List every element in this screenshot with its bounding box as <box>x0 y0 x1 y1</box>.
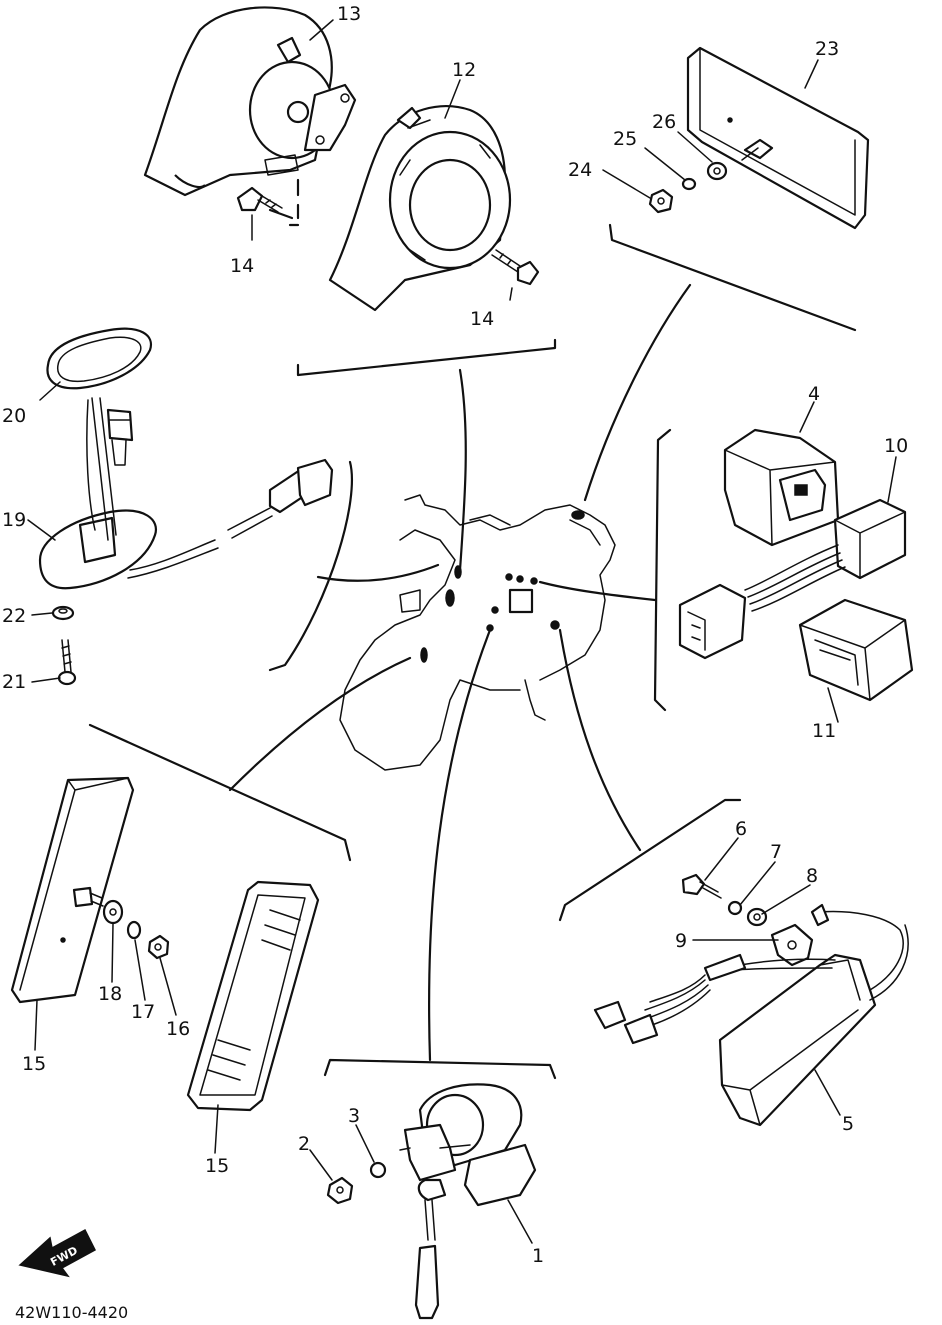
callout-6: 6 <box>735 818 747 840</box>
callout-15b: 15 <box>205 1155 229 1177</box>
side-reflector-15a <box>10 776 135 1004</box>
callout-9: 9 <box>675 930 687 952</box>
horn-12 <box>328 105 512 312</box>
diagram-code: 42W110-4420 <box>15 1303 128 1322</box>
forward-arrow-icon: FWD <box>18 1228 96 1278</box>
callout-7: 7 <box>770 841 782 863</box>
callout-14b: 14 <box>470 308 494 330</box>
callout-8: 8 <box>806 865 818 887</box>
side-reflector-15b <box>186 880 320 1112</box>
regulator-5 <box>593 903 909 1127</box>
lock-washer-25 <box>681 177 697 191</box>
callout-20: 20 <box>2 405 26 427</box>
screw-21 <box>57 639 77 686</box>
bolt-14b <box>491 249 540 286</box>
lock-washer-3 <box>369 1161 387 1179</box>
callout-25: 25 <box>613 128 637 150</box>
callout-11: 11 <box>812 720 836 742</box>
lock-washer-7 <box>727 900 743 916</box>
callout-21: 21 <box>2 671 26 693</box>
connector-11 <box>798 598 914 702</box>
leader-lines <box>88 223 857 1080</box>
nut-24 <box>648 188 674 214</box>
relay-10 <box>678 498 907 660</box>
callout-14a: 14 <box>230 255 254 277</box>
nut-16 <box>147 934 170 960</box>
bolt-6 <box>681 873 722 899</box>
relay-4 <box>723 428 840 547</box>
callout-18: 18 <box>98 983 122 1005</box>
nut-22 <box>51 605 75 621</box>
callout-leaders <box>27 19 897 1244</box>
nut-2 <box>326 1176 354 1205</box>
horn-13 <box>143 6 357 227</box>
callout-3: 3 <box>348 1105 360 1127</box>
callout-19: 19 <box>2 509 26 531</box>
callout-12: 12 <box>452 59 476 81</box>
callout-26: 26 <box>652 111 676 133</box>
callout-23: 23 <box>815 38 839 60</box>
callout-labels: 13 12 14 14 23 26 25 24 4 10 11 20 19 22… <box>2 3 908 1267</box>
gasket-20 <box>46 327 153 390</box>
callout-13: 13 <box>337 3 361 25</box>
callout-4: 4 <box>808 383 820 405</box>
bolt-14a <box>236 186 283 213</box>
fuel-sender-19 <box>38 397 334 590</box>
callout-16: 16 <box>166 1018 190 1040</box>
ignition-coil-1 <box>399 1083 537 1320</box>
rear-reflector-23 <box>686 46 870 230</box>
washer-18 <box>102 899 124 925</box>
washer-8 <box>746 907 768 927</box>
callout-10: 10 <box>884 435 908 457</box>
frame-outline <box>339 494 616 771</box>
lock-washer-17 <box>126 920 142 940</box>
callout-1: 1 <box>532 1245 544 1267</box>
washer-26 <box>706 161 728 181</box>
callout-15a: 15 <box>22 1053 46 1075</box>
callout-5: 5 <box>842 1113 854 1135</box>
callout-2: 2 <box>298 1133 310 1155</box>
callout-24: 24 <box>568 159 592 181</box>
bracket-9 <box>770 923 814 967</box>
callout-17: 17 <box>131 1001 155 1023</box>
callout-22: 22 <box>2 605 26 627</box>
